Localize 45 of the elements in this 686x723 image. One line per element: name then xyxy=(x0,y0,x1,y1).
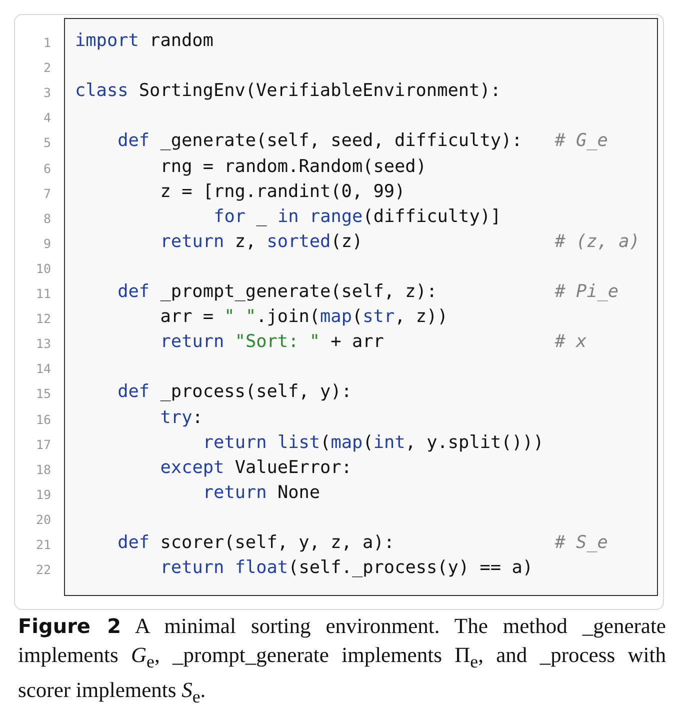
line-number: 18 xyxy=(34,462,51,478)
line-number: 16 xyxy=(34,412,51,428)
code-line: return z, sorted(z) xyxy=(160,230,363,253)
line-number: 6 xyxy=(42,160,51,176)
line-number: 21 xyxy=(34,537,51,553)
line-number: 9 xyxy=(42,236,51,252)
line-number: 17 xyxy=(34,436,51,453)
code-line: def _generate(self, seed, difficulty): xyxy=(118,130,522,152)
code-comment: # Pi_e xyxy=(554,281,619,303)
line-number: 5 xyxy=(42,135,51,152)
code-line: return float(self._process(y) == a) xyxy=(160,557,533,580)
line-number: 2 xyxy=(42,60,51,76)
line-number: 7 xyxy=(42,186,51,202)
code-comment: # G_e xyxy=(554,130,608,152)
code-comment: # x xyxy=(554,331,587,354)
code-line: def _process(self, y): xyxy=(118,381,352,404)
line-number: 14 xyxy=(34,361,51,378)
line-number: 3 xyxy=(42,85,51,102)
line-number: 1 xyxy=(42,35,51,51)
line-number: 20 xyxy=(34,512,51,528)
code-line: return list(map(int, y.split())) xyxy=(202,432,544,454)
line-number: 11 xyxy=(34,286,51,302)
figure-caption: Figure 2 A minimal sorting environment. The method _generate implements G$_{e}$, _prompt_generate implements Π$_{e}$, and _process with scorer implements S$_{e}$. xyxy=(18,613,666,709)
code-comment: # S_e xyxy=(554,532,608,554)
code-line: try: xyxy=(160,406,203,428)
code-line: class SortingEnv(VerifiableEnvironment): xyxy=(75,80,501,102)
code-line: def scorer(self, y, z, a): xyxy=(118,532,394,554)
code-line: arr = " ".join(map(str, z)) xyxy=(160,306,448,328)
line-number: 22 xyxy=(34,562,51,578)
line-number: 19 xyxy=(34,486,51,503)
code-line: return None xyxy=(202,482,320,504)
code-line: z = [rng.randint(0, 99) xyxy=(160,180,406,203)
line-number: 13 xyxy=(34,336,51,352)
code-line: rng = random.Random(seed) xyxy=(160,156,426,178)
line-number: 15 xyxy=(34,386,51,402)
line-number: 10 xyxy=(34,260,51,277)
line-number: 8 xyxy=(42,210,51,227)
line-number: 4 xyxy=(42,110,51,126)
code-comment: # (z, a) xyxy=(554,230,640,253)
code-line: import random xyxy=(75,30,214,52)
code-line: for _ in range(difficulty)] xyxy=(214,206,502,228)
code-line: def _prompt_generate(self, z): xyxy=(118,281,438,303)
code-line: except ValueError: xyxy=(160,456,352,479)
code-line: return "Sort: " + arr xyxy=(160,331,384,354)
line-number: 12 xyxy=(34,311,51,328)
